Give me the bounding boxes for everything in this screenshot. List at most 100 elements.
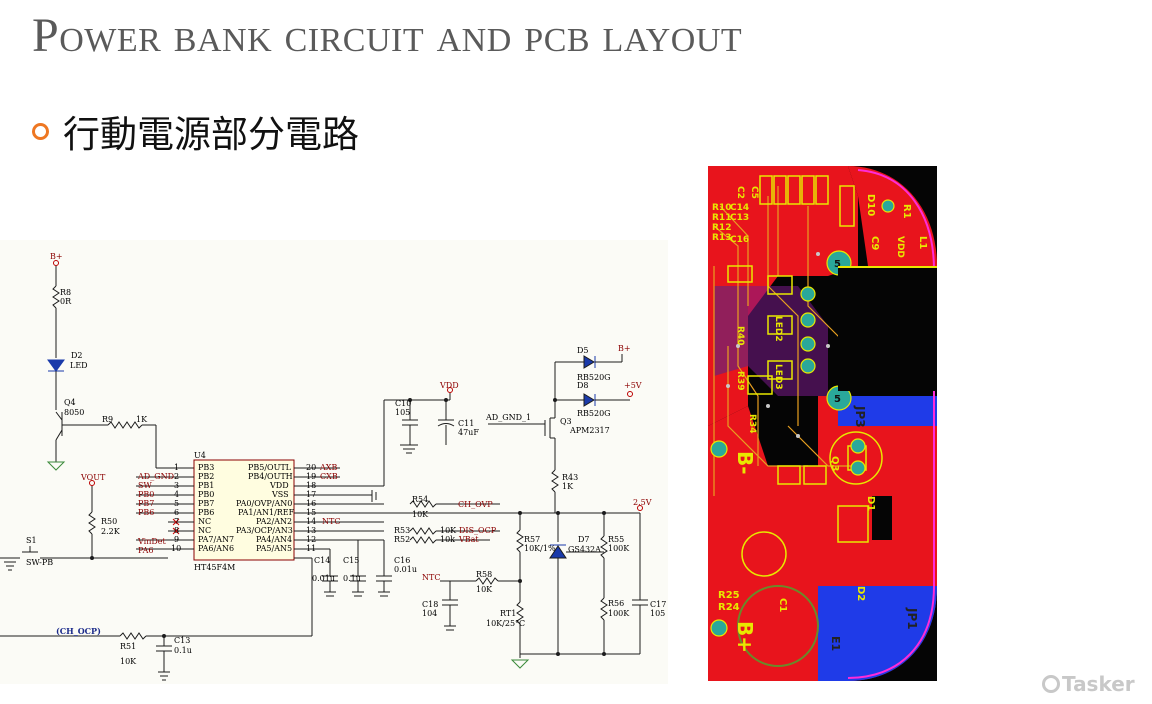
net-pb7: PB7 [138,499,154,508]
q3-label: Q3 [560,417,572,426]
u4-value: HT45F4M [194,563,235,572]
r8-value: 0R [60,297,72,306]
pcb-r39: R39 [735,371,745,390]
bullet-text: 行動電源部分電路 [63,113,359,156]
pin-num: 9 [174,535,179,544]
pcb-b-minus: B- [733,451,757,475]
net-plus-5v: +5V [624,381,642,390]
r54-value: 10K [412,510,429,519]
pin-name: NC [198,517,211,526]
r55-value: 100K [608,544,630,553]
net-ch-ocp: (CH_OCP) [56,626,101,636]
pcb-b-plus: B+ [733,621,757,653]
s1-label: S1 [26,536,37,545]
pin-num: 18 [306,481,316,490]
pin-num: 3 [174,481,179,490]
d2-value: LED [70,361,88,370]
r55-label: R55 [608,535,624,544]
net-vindet: VinDet [137,537,166,546]
r57-value: 10K/1% [524,544,556,553]
pin-num: 15 [306,508,316,517]
pin-num: 14 [306,517,316,526]
net-pb6: PB6 [138,508,154,517]
c17-value: 105 [650,609,665,618]
d7-value: GS432A [568,545,601,554]
pin-num: 1 [174,463,179,472]
r53-value: 10K [440,526,457,535]
net-b-plus: B+ [50,252,63,261]
pcb-c2: C2 [735,186,745,199]
c18-value: 104 [422,609,437,618]
pcb-led3: LED3 [773,364,783,390]
c13-value: 0.1u [174,646,192,655]
pin-name: PB7 [198,499,214,508]
r50-value: 2.2K [101,527,121,536]
d5-value: RB520G [577,373,611,382]
c16-label: C16 [394,556,410,565]
c10-value: 105 [395,408,410,417]
pin-name: PA7/AN7 [198,535,234,544]
net-dis-ocp: DIS_OCP [459,526,497,535]
pcb-c5: C5 [749,186,759,199]
c15-value: 0.1u [343,574,361,583]
watermark: Tasker [1042,672,1135,696]
r52-value: 10k [440,535,455,544]
pin-num: 12 [306,535,316,544]
c14-label: C14 [314,556,330,565]
pcb-r10: R10 [712,203,731,213]
pcb-c16: C16 [730,235,749,245]
pcb-e1: E1 [829,636,842,651]
c10-label: C10 [395,399,411,408]
r43-label: R43 [562,473,578,482]
circle-bullet-icon [32,122,49,140]
rt1-value: 10K/25°C [486,619,525,628]
r52-label: R52 [394,535,410,544]
pcb-r24: R24 [718,602,740,613]
pin-name: PA2/AN2 [256,517,292,526]
pcb-jp3: JP3 [853,405,867,428]
pcb-r13: R13 [712,233,731,243]
pin-num: 6 [174,508,179,517]
r58-label: R58 [476,570,492,579]
pin-name: PB1 [198,481,214,490]
r50-label: R50 [101,517,117,526]
r53-label: R53 [394,526,410,535]
circuit-schematic: B+ R8 0R D2 LED Q4 8050 R9 1K U4 HT45F4M… [0,240,668,684]
d7-label: D7 [578,535,590,544]
q3-value: APM2317 [569,426,610,435]
net-b-plus-d5: B+ [618,344,631,353]
net-vdd: VDD [439,381,459,390]
net-ad-gnd: AD_GND [137,472,174,481]
pin-name: PB0 [198,490,214,499]
net-vout: VOUT [80,473,106,482]
u4-right-pins: PB5/OUTL 20 PB4/OUTH 19 VDD 18 VSS 17 PA… [236,463,316,553]
net-ch-ovp: CH_OVP [458,500,493,509]
pcb-c9: C9 [869,236,880,250]
pcb-r1: R1 [901,204,912,219]
pin-num: 20 [306,463,316,472]
c14-value: 0.01u [312,574,335,583]
net-ntc: NTC [322,517,340,526]
pin-num: 17 [306,490,316,499]
pin-name: PA4/AN4 [256,535,292,544]
pin-num: 13 [306,526,316,535]
net-ad-gnd-1: AD_GND_1 [485,413,531,422]
net-pb0: PB0 [138,490,154,499]
pcb-c1: C1 [777,598,788,612]
pcb-layout: 5 5 B- B+ JP3 JP1 R1 D10 C9 L1 VDD D1 D2… [708,166,937,681]
pin-num: 7 [174,517,179,526]
pin-name: PB4/OUTH [248,472,293,481]
c17-label: C17 [650,600,666,609]
pin-num: 4 [174,490,179,499]
q4-label: Q4 [64,398,76,407]
pin-name: PB6 [198,508,214,517]
net-pa6: PA6 [138,546,154,555]
bullet-item: 行動電源部分電路 [32,104,359,158]
watermark-text: Tasker [1062,672,1135,696]
r58-value: 10K [476,585,493,594]
r51-value: 10K [120,657,137,666]
pin-num: 19 [306,472,316,481]
pin-name: NC [198,526,211,535]
q4-value: 8050 [64,408,84,417]
pin-num: 10 [171,544,181,553]
